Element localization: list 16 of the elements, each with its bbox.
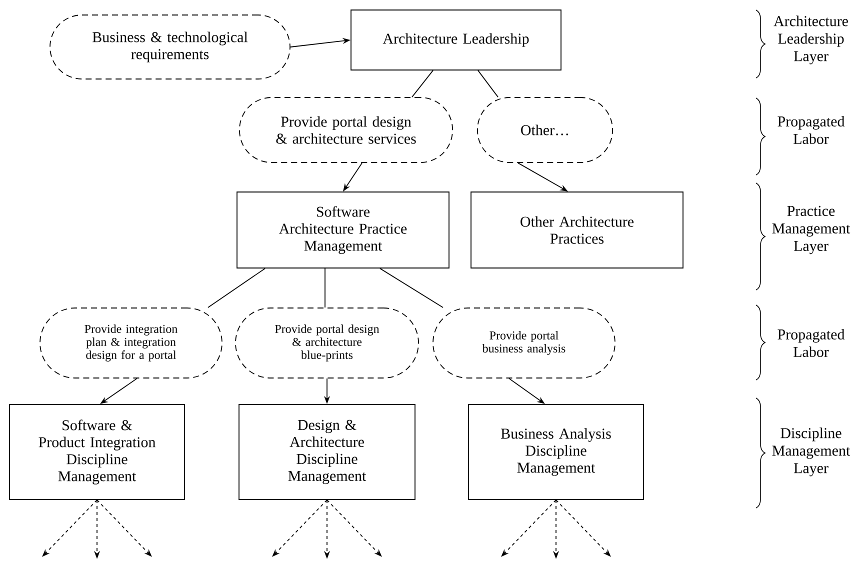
- connector-line: [478, 70, 498, 98]
- process-box: Design & Architecture Discipline Management: [238, 404, 416, 500]
- process-box: Business Analysis Discipline Management: [468, 404, 644, 500]
- process-box: Other Architecture Practices: [470, 192, 684, 268]
- layer-label: Propagated Labor: [778, 328, 845, 358]
- connector-line: [324, 268, 326, 308]
- process-box: Software & Product Integration Discipline Management: [9, 404, 185, 500]
- layer-label: Discipline Management Layer: [772, 428, 850, 476]
- connector-line: [380, 268, 444, 308]
- layer-label: Architecture Leadership Layer: [774, 16, 848, 64]
- process-box: Architecture Leadership: [350, 10, 562, 70]
- layer-label: Propagated Labor: [778, 116, 845, 144]
- layer-label: Practice Management Layer: [772, 206, 850, 254]
- process-box: Software Architecture Practice Management: [236, 192, 450, 268]
- connector-line: [412, 70, 434, 98]
- connector-line: [208, 268, 266, 308]
